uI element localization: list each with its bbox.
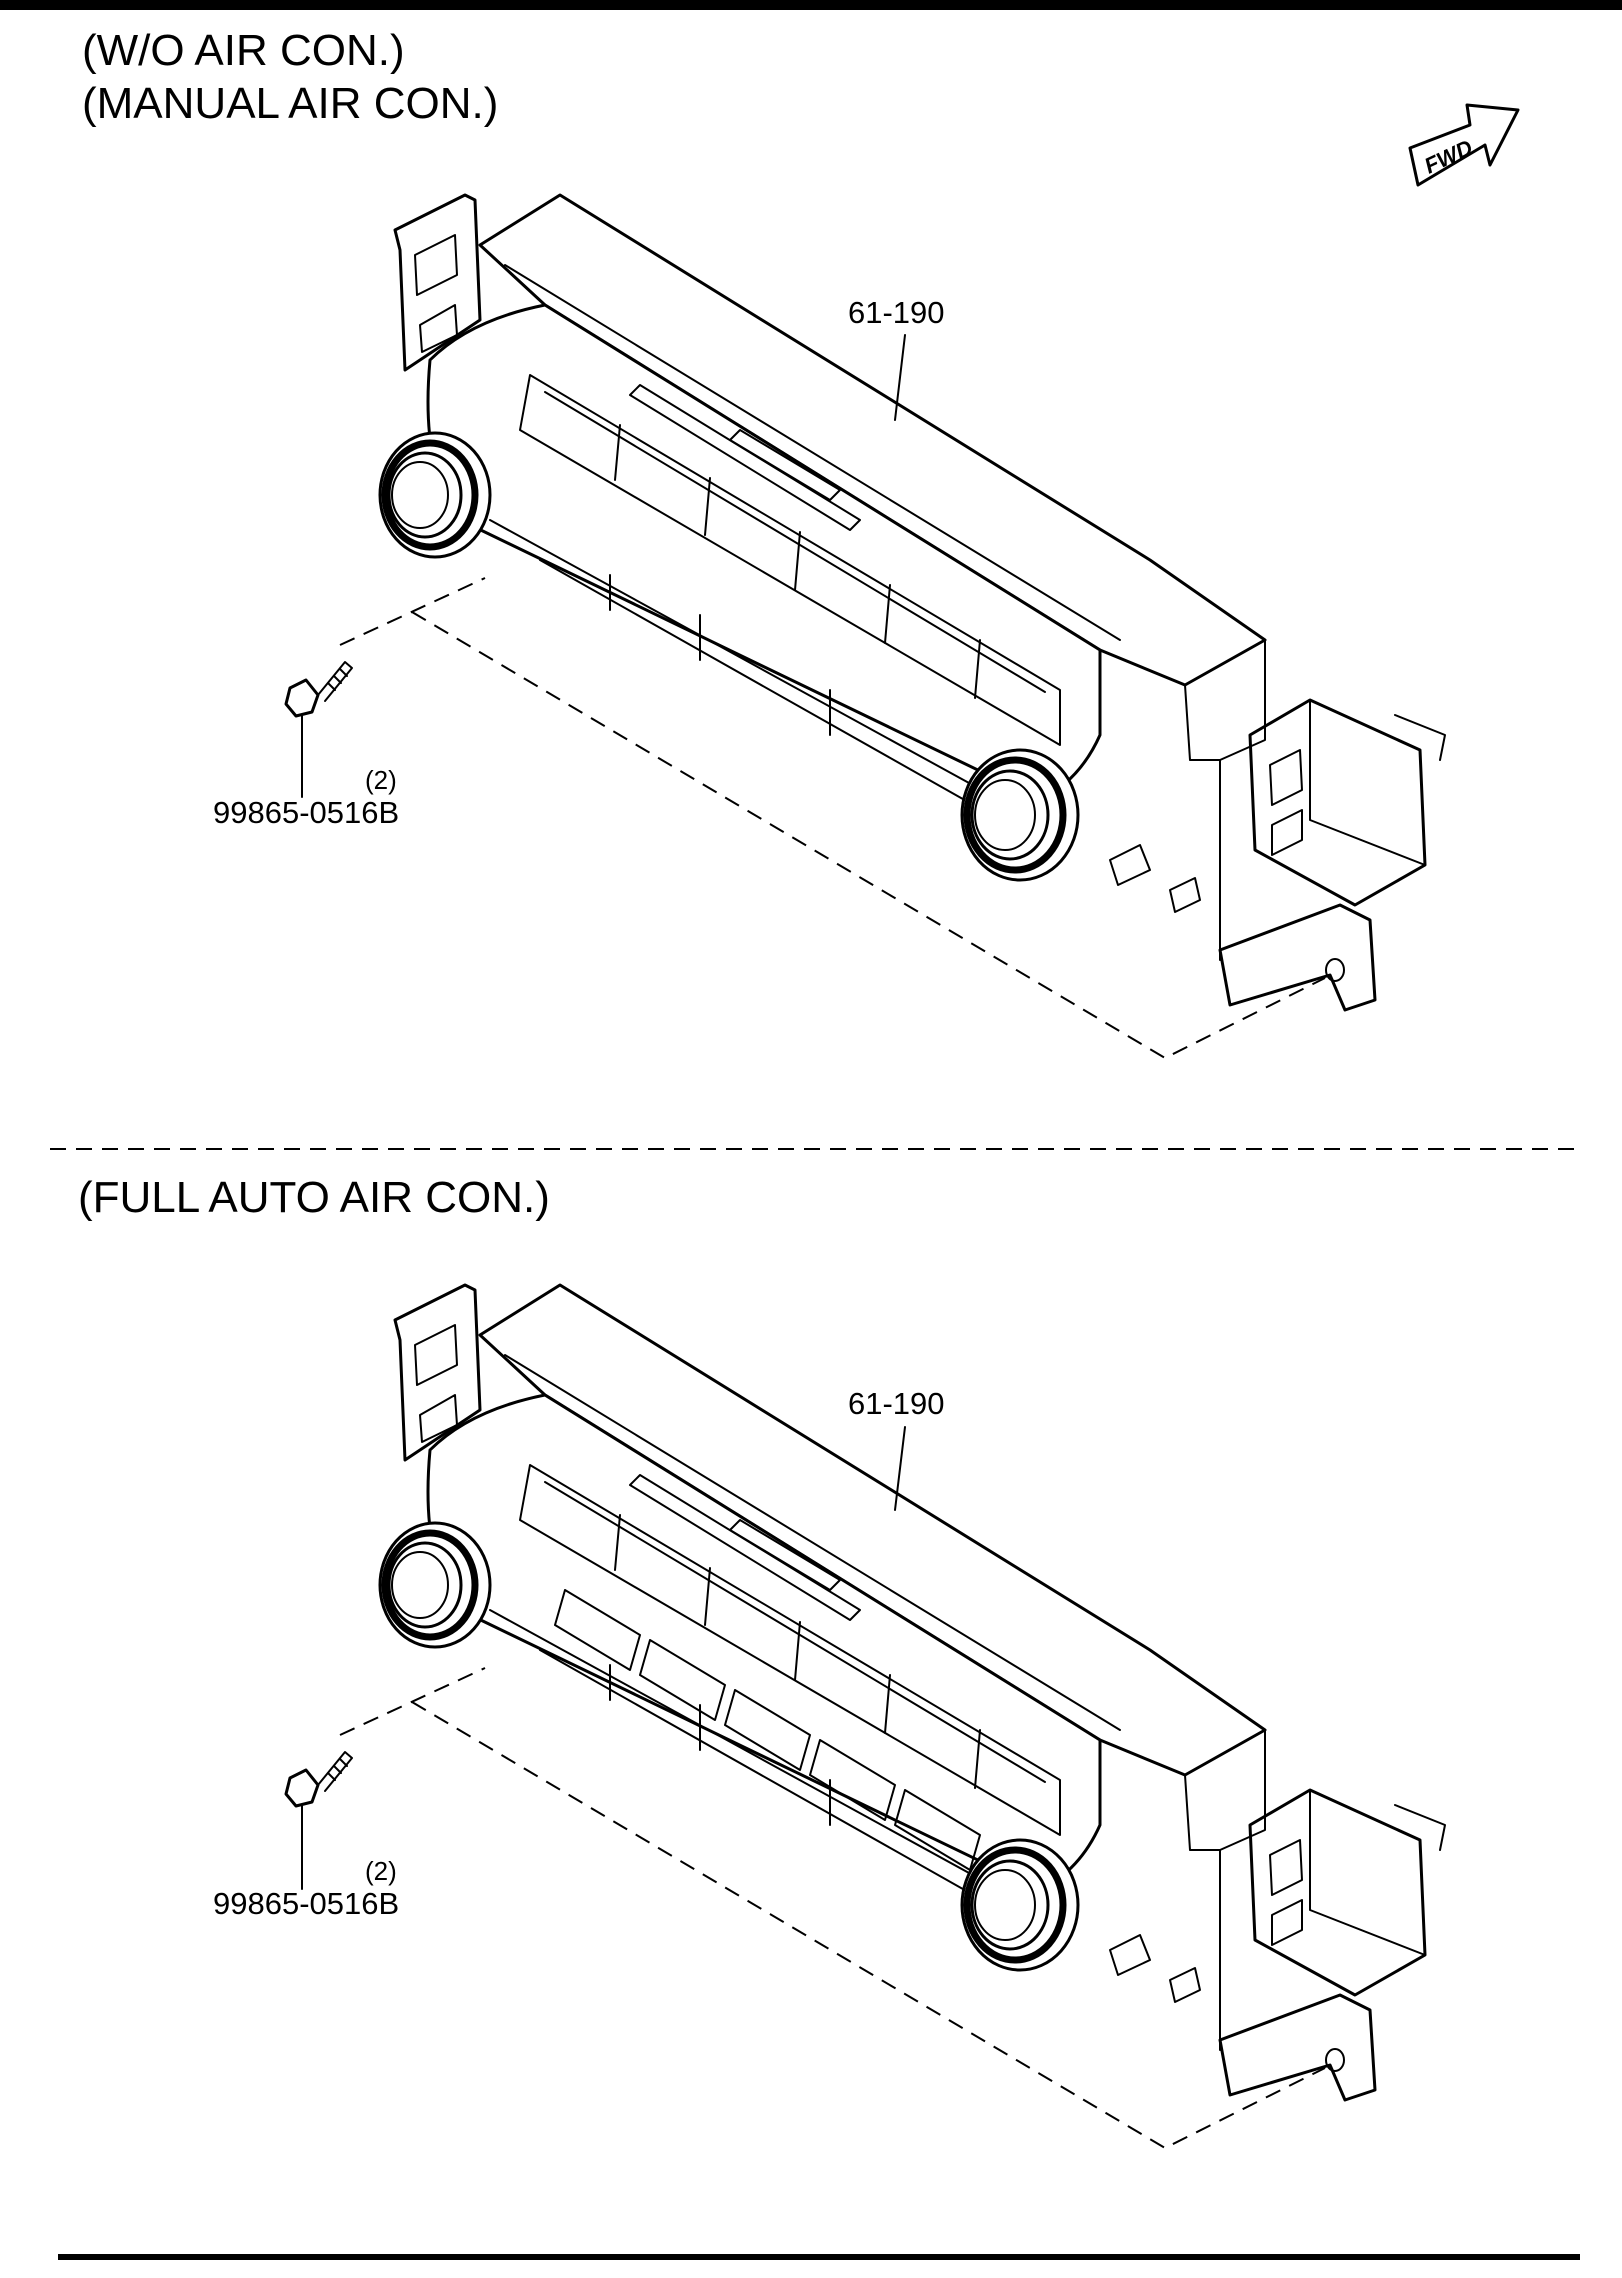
screw-part-number: 99865-0516B bbox=[213, 1886, 399, 1921]
leader-line bbox=[894, 1426, 906, 1511]
bottom-rule bbox=[58, 2254, 1580, 2260]
screw-icon bbox=[284, 661, 353, 718]
dashed-locator-line bbox=[339, 577, 1326, 1060]
assembly-part-number: 61-190 bbox=[848, 1386, 945, 1421]
screw-icon bbox=[284, 1751, 353, 1808]
section-full-auto-air-con: (FULL AUTO AIR CON.) 61-190 (2) 99865-05… bbox=[78, 1173, 1445, 2150]
leader-line bbox=[894, 334, 906, 421]
assembly-part-number: 61-190 bbox=[848, 295, 945, 330]
section-header: (W/O AIR CON.) bbox=[82, 26, 405, 75]
section-header: (MANUAL AIR CON.) bbox=[82, 79, 498, 128]
auto-button-row bbox=[554, 1589, 981, 1871]
section-manual-air-con: (W/O AIR CON.) (MANUAL AIR CON.) 61-190 … bbox=[82, 26, 1520, 1060]
screw-part-number: 99865-0516B bbox=[213, 795, 399, 830]
section-header: (FULL AUTO AIR CON.) bbox=[78, 1173, 550, 1222]
top-rule bbox=[0, 0, 1622, 10]
dashed-locator-line bbox=[339, 1667, 1326, 2150]
quantity-label: (2) bbox=[365, 1856, 397, 1886]
quantity-label: (2) bbox=[365, 765, 397, 795]
fwd-arrow-icon: FWD bbox=[1408, 103, 1520, 187]
